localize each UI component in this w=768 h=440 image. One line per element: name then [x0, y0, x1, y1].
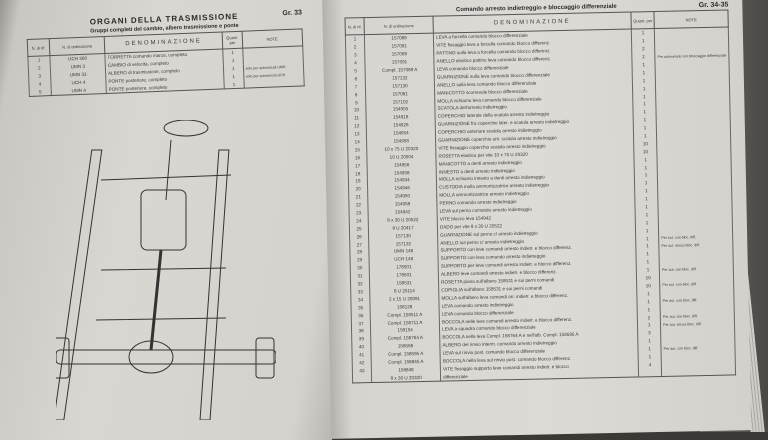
- left-group-number: Gr. 33: [282, 9, 303, 18]
- right-group-number: Gr. 34-35: [698, 1, 729, 10]
- order-number: 8 x 30 U 20320: [371, 372, 441, 383]
- differential: [128, 340, 174, 374]
- right-page-content: Comando arresto indietreggio e bloccaggi…: [344, 0, 736, 384]
- right-page: Comando arresto indietreggio e bloccaggi…: [322, 0, 752, 439]
- gearbox: [140, 189, 187, 251]
- left-page-content: ORGANI DELLA TRASMISSIONE Gr. 33 Gruppi …: [26, 9, 305, 97]
- col-ref: N. di rif.: [345, 17, 365, 36]
- rear-axle: [56, 349, 276, 365]
- col-ref: N. di rif.: [27, 38, 50, 57]
- col-order: N. di ordinazione: [49, 36, 105, 56]
- gear-lever: [165, 139, 172, 201]
- chassis-drawing: [56, 120, 276, 420]
- ref-number: [352, 374, 372, 384]
- steering-wheel: [163, 120, 209, 137]
- order-number: UMN 4: [51, 85, 107, 97]
- col-order: N. di ordinazione: [364, 16, 434, 35]
- wheel-hub-left: [56, 337, 70, 379]
- chassis-frame-right: [199, 149, 230, 420]
- ref-number: 5: [29, 87, 52, 97]
- col-notes: NOTE: [654, 10, 729, 29]
- cross-member: [95, 174, 232, 321]
- driveshaft: [149, 249, 163, 351]
- quantity: 1: [224, 80, 244, 90]
- col-qty: Quant. per: [222, 31, 243, 49]
- right-parts-table: N. di rif. N. di ordinazione DENOMINAZIO…: [344, 9, 736, 384]
- quantity: [638, 368, 662, 378]
- left-page: ORGANI DELLA TRASMISSIONE Gr. 33 Gruppi …: [0, 0, 332, 440]
- left-parts-table: N. di rif. N. di ordinazione DENOMINAZIO…: [27, 28, 305, 97]
- col-qty: Quant. per: [631, 11, 655, 30]
- note: [661, 366, 736, 377]
- chassis-frame-left: [56, 149, 103, 420]
- note: [243, 77, 305, 89]
- wheel-hub-right: [255, 337, 275, 379]
